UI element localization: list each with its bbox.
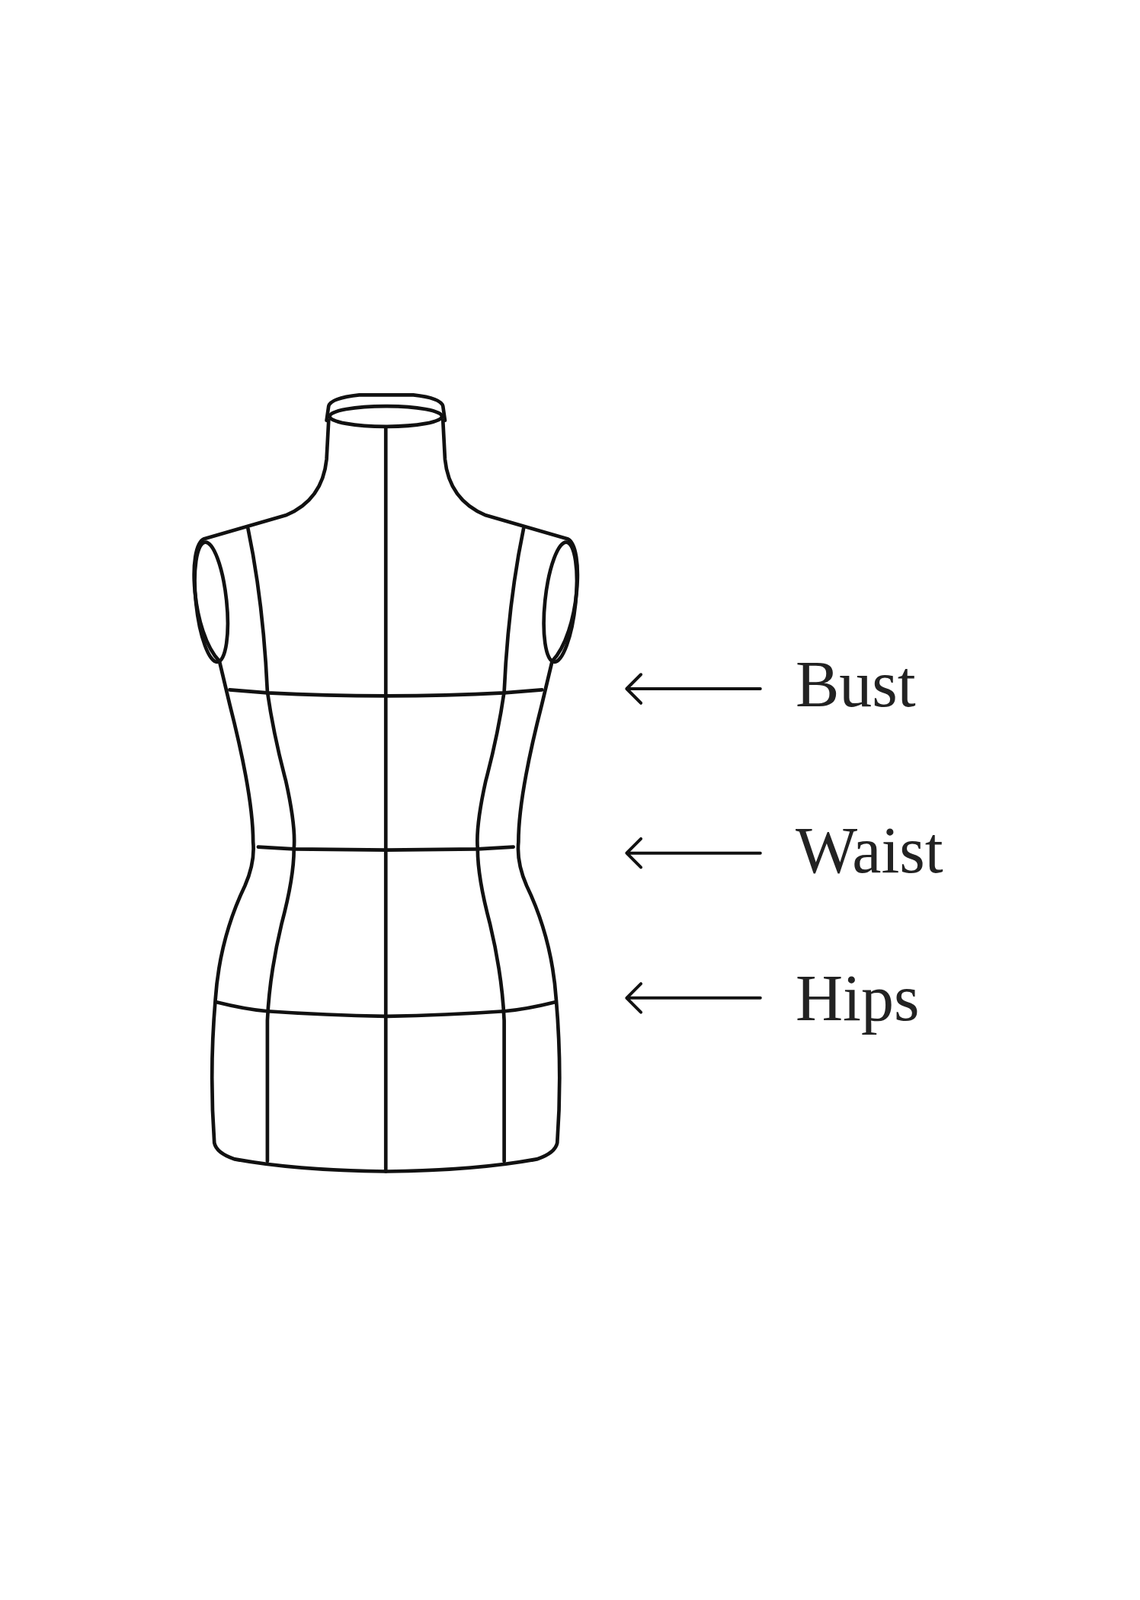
measurement-label: Waist: [795, 817, 944, 884]
left-half: [189, 420, 386, 1173]
center-front-line: [384, 429, 388, 1172]
right-half: [385, 420, 582, 1173]
measurement-label: Hips: [795, 965, 920, 1032]
neck-top: [329, 406, 442, 427]
measurement-label: Bust: [795, 651, 916, 718]
pointer-arrows: [626, 674, 760, 1012]
